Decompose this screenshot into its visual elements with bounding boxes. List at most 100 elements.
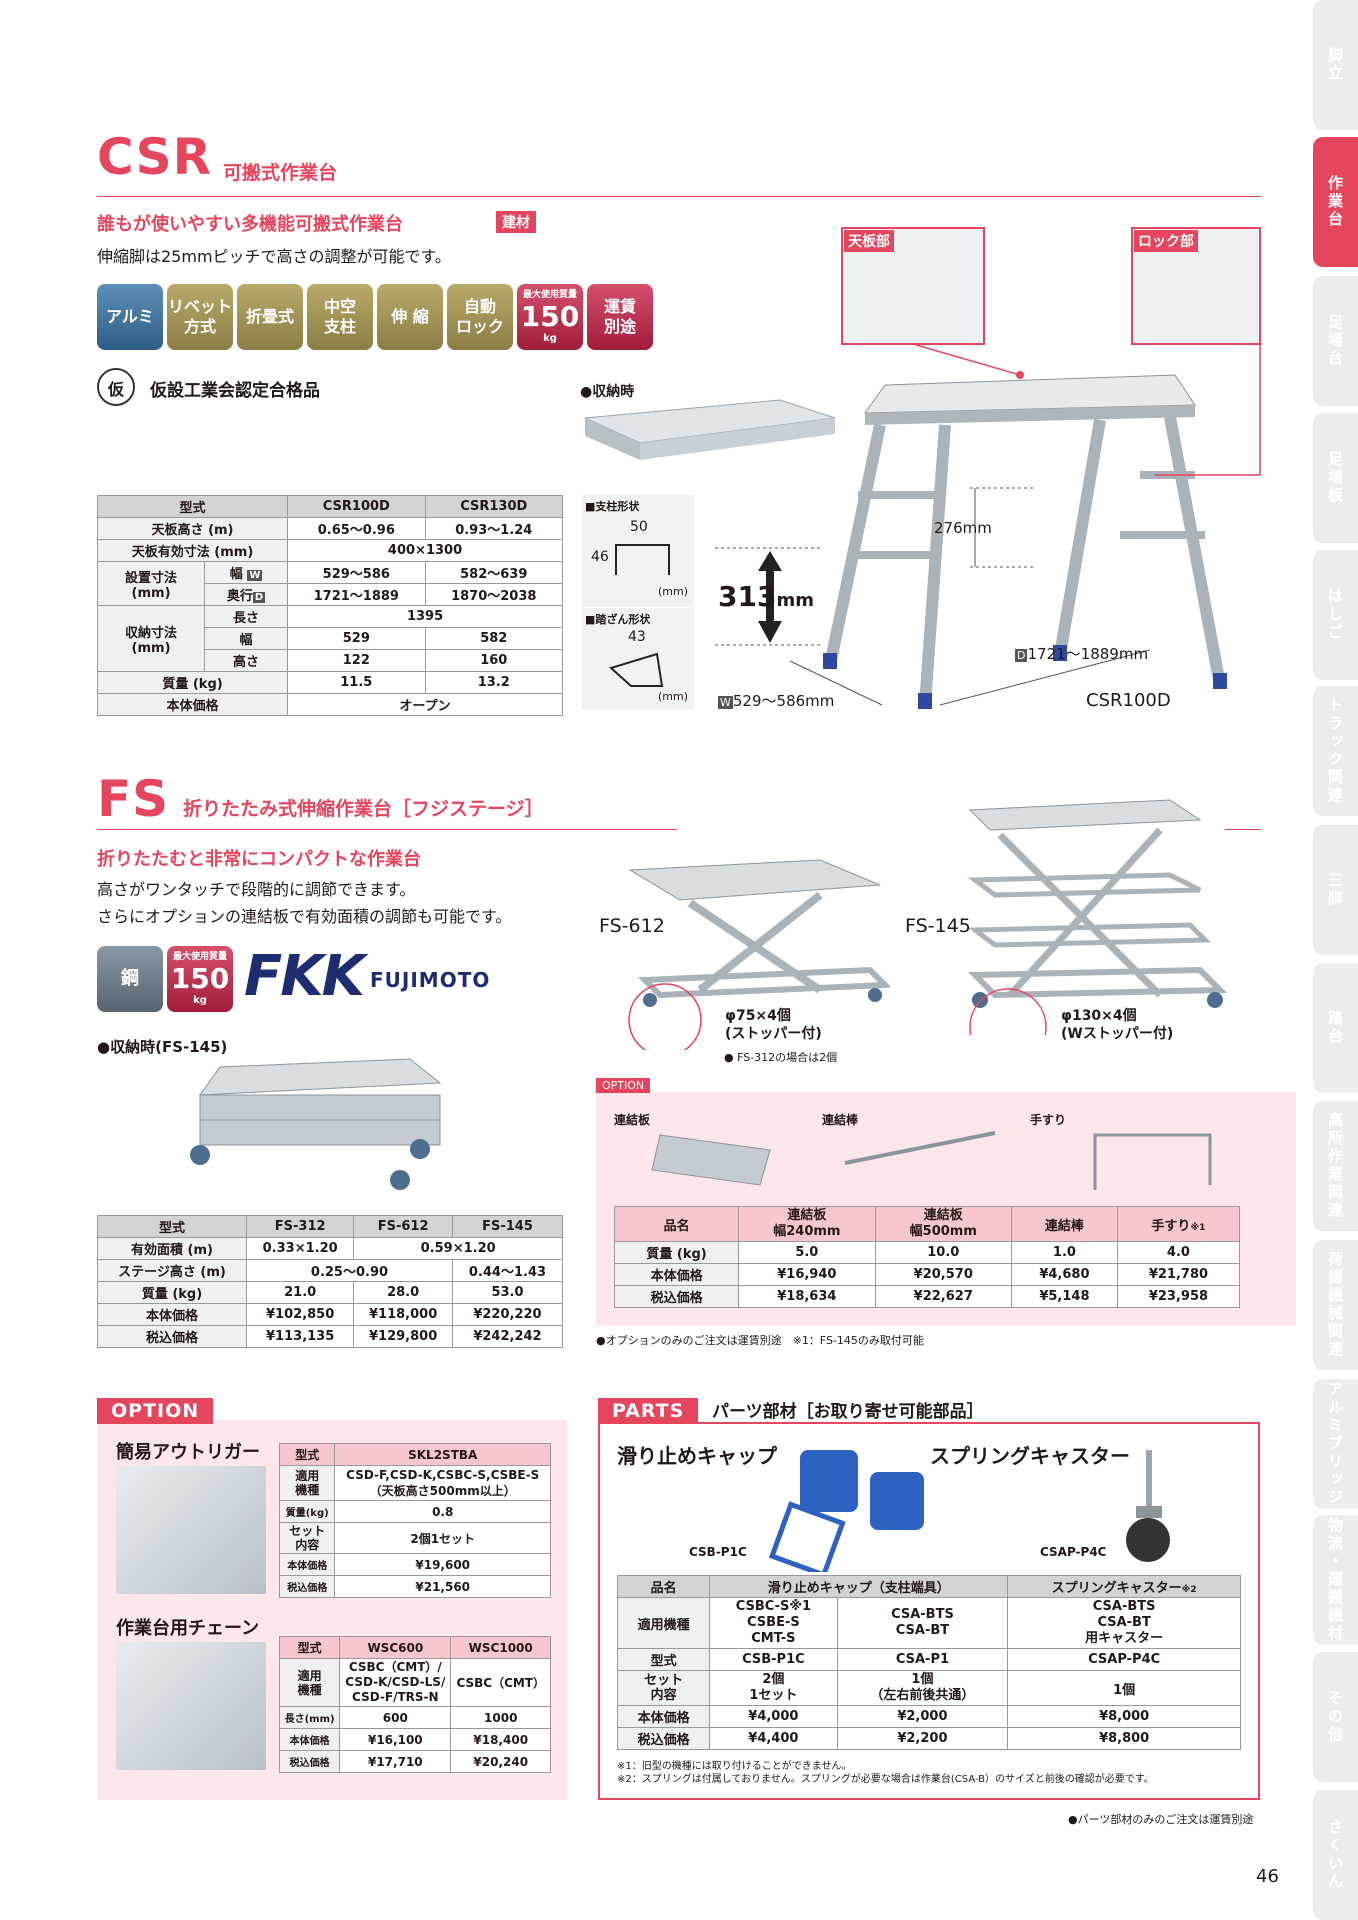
opt-label-rail: 手すり: [1030, 1113, 1067, 1127]
badge-aluminum: アルミ: [97, 284, 163, 350]
parts-note-2: ※2：スプリングは付属しておりません。スプリングが必要な場合は作業台(CSA-B…: [617, 1774, 1154, 1785]
pillar-height: 46: [591, 549, 609, 565]
badge-folding: 折畳式: [237, 284, 303, 350]
fs-badge-max-load: 最大使用質量 150 kg: [167, 946, 233, 1012]
pillar-title: ■支柱形状: [585, 500, 640, 513]
badge-hollow: 中空 支柱: [307, 284, 373, 350]
badge-steel: 鋼: [97, 946, 163, 1012]
fs-storage-label: ●収納時(FS-145): [97, 1038, 228, 1056]
page-number: 46: [1256, 1866, 1279, 1887]
fs-storage-photo: [190, 1058, 442, 1190]
fs-rule-right: [1225, 829, 1261, 830]
fs-option-tag: OPTION: [596, 1078, 651, 1093]
caster-1-note: ● FS-312の場合は2個: [724, 1051, 838, 1064]
cap-title: 滑り止めキャップ: [617, 1444, 777, 1468]
badge-rivet: リベット 方式: [167, 284, 233, 350]
csr-rule: [97, 196, 1261, 197]
side-tab-alumi-bridge[interactable]: アルミブリッジ: [1313, 1379, 1358, 1509]
caster-code: CSAP-P4C: [1040, 1545, 1107, 1559]
side-tab-stepladder[interactable]: 脚立: [1313, 0, 1358, 130]
caster-2: φ130×4個 (Wストッパー付): [1061, 1008, 1174, 1042]
fs-code: FS: [97, 770, 170, 828]
side-tab-step-stool[interactable]: 踏台: [1313, 963, 1358, 1093]
parts-note-1: ※1：旧型の機種には取り付けることができません。: [617, 1761, 852, 1772]
brand-logo: FKK: [244, 944, 365, 1009]
parts-title: パーツ部材［お取り寄せ可能部品］: [712, 1402, 984, 1422]
fs-desc-2: さらにオプションの連結板で有効面積の調節も可能です。: [97, 907, 512, 926]
outrigger-title: 簡易アウトリガー: [116, 1442, 260, 1463]
option2-tag: OPTION: [97, 1398, 214, 1424]
step-shape-icon: [609, 652, 664, 687]
opt-label-rod: 連結棒: [822, 1113, 859, 1127]
side-tab-index[interactable]: さくいん: [1313, 1790, 1358, 1920]
step-title: ■踏ざん形状: [585, 613, 651, 626]
parts-tag: PARTS: [598, 1398, 699, 1424]
csr-catch: 誰もが使いやすい多機能可搬式作業台: [97, 214, 403, 235]
cap-photo: [768, 1450, 924, 1572]
side-tab-work-platform[interactable]: 作業台: [1313, 137, 1358, 267]
opt-rod-photo: [844, 1131, 996, 1165]
dim-313: 313mm: [718, 580, 814, 613]
csr-desc: 伸縮脚は25mmピッチで高さの調整が可能です。: [97, 247, 451, 266]
side-tab-high-work[interactable]: 高所作業関連: [1313, 1101, 1358, 1231]
pillar-shape-box: ■支柱形状 50 46 (mm): [582, 495, 694, 607]
step-unit: (mm): [658, 690, 689, 703]
side-tab-hoist[interactable]: 荷揚機械関連: [1313, 1240, 1358, 1370]
step-shape-box: ■踏ざん形状 43 (mm): [582, 608, 694, 710]
chain-title: 作業台用チェーン: [116, 1618, 260, 1639]
badge-shipping: 運賃 別途: [587, 284, 653, 350]
badge-telescopic: 伸 縮: [377, 284, 443, 350]
csr-name: 可搬式作業台: [223, 162, 338, 184]
side-tab-other[interactable]: その他: [1313, 1652, 1358, 1782]
fs-catch: 折りたたむと非常にコンパクトな作業台: [97, 849, 421, 870]
csr-main-photo: [715, 227, 1261, 709]
csr-storage-label: ●収納時: [580, 384, 635, 400]
cert-mark: 仮: [97, 368, 135, 406]
callout-top-label: 天板部: [844, 230, 894, 252]
cert-text: 仮設工業会認定合格品: [150, 381, 320, 401]
fs-option-table: 品名 連結板 幅240mm 連結板 幅500mm 連結棒 手すり※1 質量 (k…: [613, 1206, 1241, 1308]
brand-sub: FUJIMOTO: [370, 968, 491, 992]
csr-tag: 建材: [496, 211, 536, 233]
side-tab-ladder[interactable]: はしご: [1313, 550, 1358, 680]
dim-276: 276mm: [934, 519, 992, 537]
fs-rule: [97, 829, 677, 830]
badge-max-load: 最大使用質量 150 kg: [517, 284, 583, 350]
side-tab-scaffold-board[interactable]: 足場板: [1313, 413, 1358, 543]
parts-footnote: ●パーツ部材のみのご注文は運賃別途: [1068, 1813, 1254, 1826]
outrigger-photo: [116, 1466, 266, 1594]
fs145-label: FS-145: [905, 915, 971, 937]
side-tab-tripod[interactable]: 三脚: [1313, 825, 1358, 955]
caster-title: スプリングキャスター: [930, 1444, 1130, 1468]
callout-lock-label: ロック部: [1134, 230, 1198, 252]
chain-photo: [116, 1642, 266, 1770]
csr-code: CSR: [97, 128, 213, 186]
fs612-photo: [628, 859, 890, 1050]
step-width: 43: [628, 629, 646, 645]
opt-label-board: 連結板: [614, 1113, 651, 1127]
side-tab-scaffold-stand[interactable]: 足場台: [1313, 276, 1358, 406]
fs612-label: FS-612: [599, 915, 665, 937]
side-tab-truck[interactable]: トラック関連: [1313, 686, 1358, 816]
cap-code: CSB-P1C: [689, 1545, 747, 1559]
caster-photo: [1126, 1450, 1170, 1562]
pillar-unit: (mm): [658, 585, 689, 598]
fs-option-footnote: ●オプションのみのご注文は運賃別途 ※1：FS-145のみ取付可能: [596, 1334, 924, 1347]
fs-desc-1: 高さがワンタッチで段階的に調節できます。: [97, 880, 416, 899]
caster-1: φ75×4個 (ストッパー付): [725, 1008, 822, 1042]
fs145-photo: [967, 799, 1228, 1035]
pillar-shape-icon: [615, 544, 670, 575]
pillar-width: 50: [630, 519, 648, 535]
parts-box: [598, 1422, 1260, 1800]
side-tab-logistics[interactable]: 物流・運搬機材: [1313, 1515, 1358, 1645]
opt-board-photo: [651, 1134, 771, 1186]
opt-rail-photo: [1093, 1133, 1212, 1190]
fs-name: 折りたたみ式伸縮作業台［フジステージ］: [183, 798, 544, 820]
